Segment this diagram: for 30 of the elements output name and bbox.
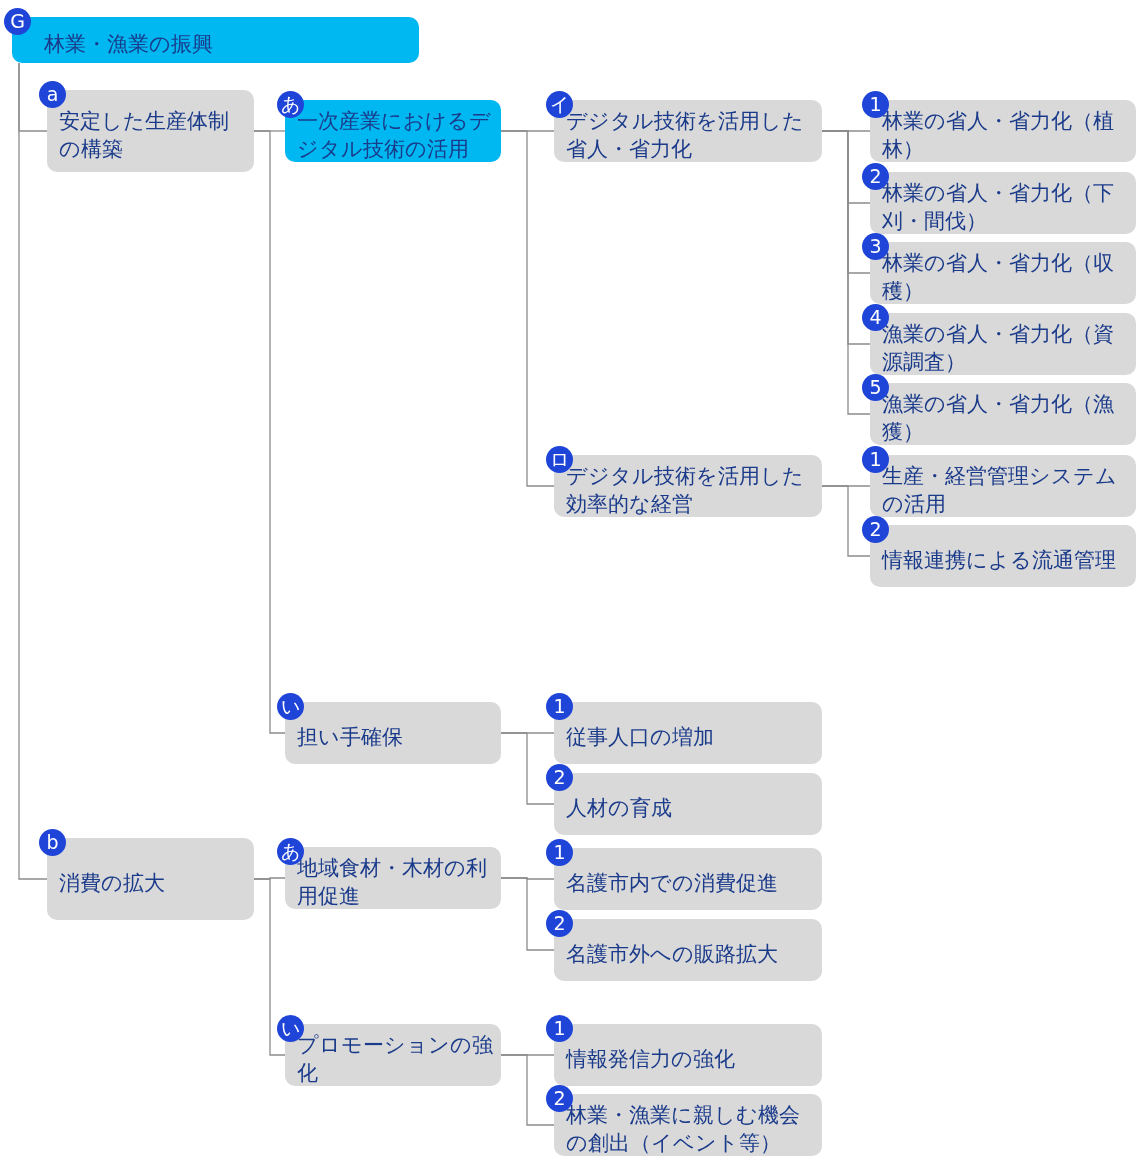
box-label: 人材の育成 — [566, 795, 672, 822]
connector-line — [18, 62, 48, 880]
number-badge: 2 — [546, 910, 573, 937]
number-badge: い — [277, 693, 304, 720]
number-badge: 1 — [546, 1015, 573, 1042]
number-badge: あ — [277, 91, 304, 118]
box-label: 担い手確保 — [297, 724, 403, 751]
number-badge: 1 — [546, 839, 573, 866]
connector-line — [253, 130, 286, 734]
box-label: 情報連携による流通管理 — [882, 547, 1116, 574]
number-badge: b — [39, 829, 66, 856]
connector-line — [500, 1054, 555, 1126]
box-label: 林業・漁業の振興 — [44, 31, 213, 58]
connector-line — [500, 732, 555, 805]
number-badge: a — [39, 81, 66, 108]
connector-line — [500, 877, 555, 951]
box-label: 名護市外への販路拡大 — [566, 941, 778, 968]
number-badge: G — [4, 8, 31, 35]
number-badge: 2 — [862, 516, 889, 543]
box-label: 情報発信力の強化 — [566, 1046, 735, 1073]
number-badge: 1 — [546, 693, 573, 720]
box-label: 従事人口の増加 — [566, 724, 714, 751]
connector-line — [500, 130, 555, 487]
connector-line — [253, 878, 286, 1056]
box-label: 名護市内での消費促進 — [566, 870, 778, 897]
box-label: 安定した生産体制の構築 — [59, 108, 230, 163]
connector-line — [821, 485, 871, 557]
number-badge: 2 — [546, 764, 573, 791]
box-label: 消費の拡大 — [59, 870, 165, 897]
connector-line — [821, 130, 871, 415]
